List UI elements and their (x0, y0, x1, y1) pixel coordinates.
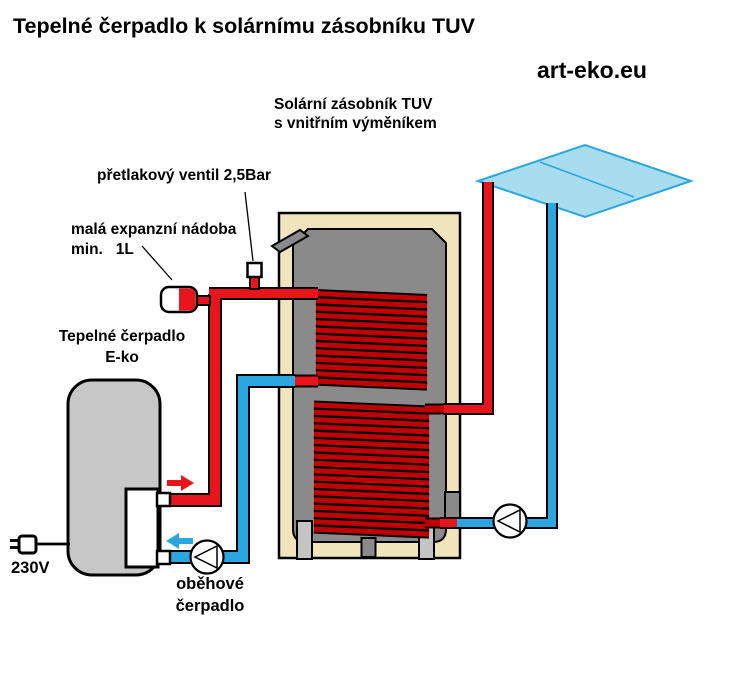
flow-arrow-cold (166, 533, 193, 549)
pump-label-line2: čerpadlo (175, 596, 245, 615)
tank-leg-left (296, 520, 313, 560)
flow-arrow-hot (167, 475, 194, 491)
tank-foot-center (360, 537, 377, 558)
brand-text: art-eko.eu (537, 57, 647, 83)
tank-outlet-stub (270, 228, 310, 254)
tank-side-fitting (444, 491, 461, 520)
heat-pump-label-line2: E-ko (105, 349, 139, 366)
expansion-label-line1: malá expanzní nádoba (71, 221, 237, 238)
heat-pump-hot-port (155, 491, 172, 508)
tank-label-line2: s vnitřním výměníkem (274, 114, 437, 132)
heat-pump-exchanger-box (124, 487, 160, 569)
pump-label-line1: oběhové (176, 575, 244, 593)
circulation-pump-label: oběhové čerpadlo (158, 574, 262, 617)
expansion-vessel-label: malá expanzní nádoba min. 1L (71, 220, 236, 259)
heat-pump-label-line1: Tepelné čerpadlo (58, 328, 186, 345)
heat-exchanger-coil-lower (313, 400, 430, 539)
power-plug-icon (10, 534, 70, 555)
pressure-relief-valve (246, 261, 263, 279)
hot-pipes (166, 182, 494, 529)
power-label: 230V (11, 559, 50, 577)
tank-label-line1: Solární zásobník TUV (274, 96, 433, 113)
solar-panel (474, 143, 695, 219)
circulation-pump-left (189, 539, 225, 575)
expansion-vessel (159, 285, 199, 314)
relief-valve-label: přetlakový ventil 2,5Bar (97, 167, 272, 184)
circulation-pump-right (492, 503, 528, 539)
expansion-label-line2: min. 1L (71, 240, 134, 258)
pointer-line-expansion (141, 245, 173, 281)
pointer-line-valve (244, 191, 254, 262)
heat-exchanger-coil-upper (315, 289, 428, 391)
page-title: Tepelné čerpadlo k solárnímu zásobníku T… (13, 14, 475, 38)
heat-pump-cold-port (155, 549, 172, 566)
